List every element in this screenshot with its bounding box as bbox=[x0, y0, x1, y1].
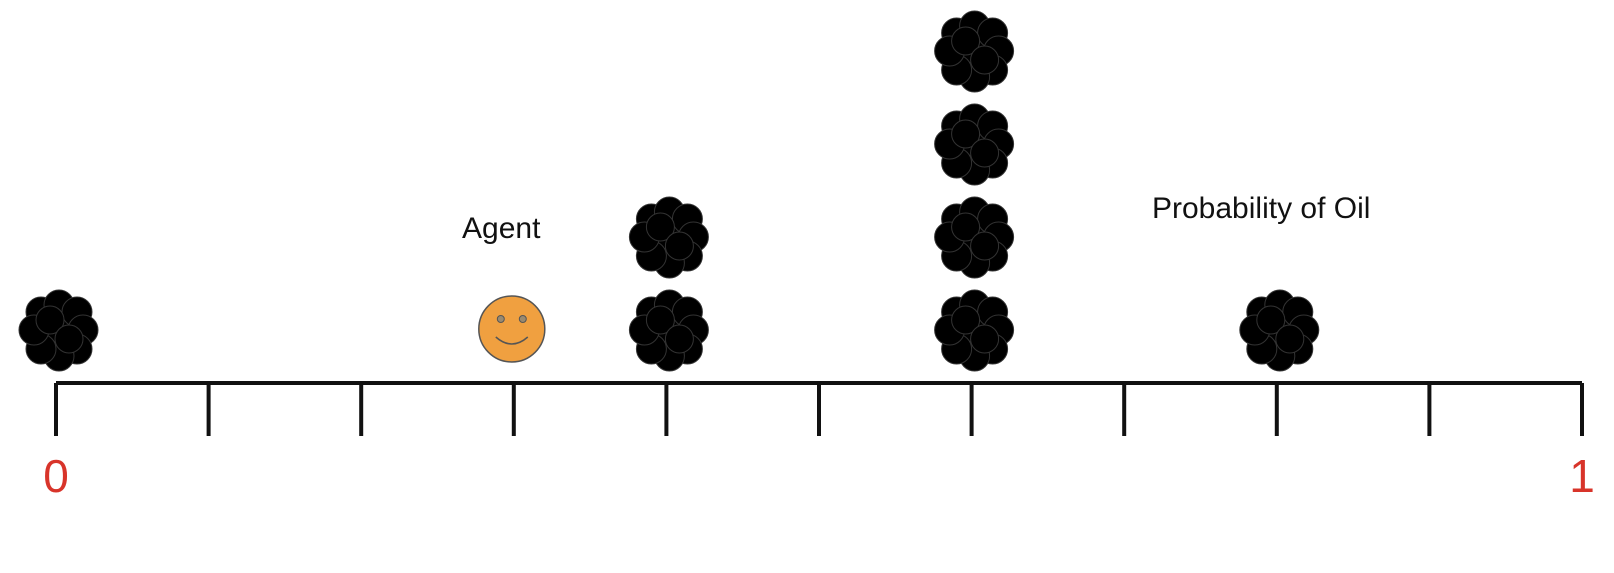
agent-label: Agent bbox=[462, 212, 541, 245]
oil-blob-icon bbox=[934, 289, 1015, 372]
smiley-face-icon bbox=[478, 295, 546, 363]
oil-blob-icon bbox=[934, 196, 1015, 279]
oil-blob-icon bbox=[934, 10, 1015, 93]
oil-blob-icon bbox=[1239, 289, 1320, 372]
probability-of-oil-label: Probability of Oil bbox=[1152, 192, 1371, 225]
oil-blob-icon bbox=[628, 289, 709, 372]
oil-blob-icon bbox=[18, 289, 99, 372]
oil-deposits bbox=[18, 10, 1320, 372]
agent-marker bbox=[478, 295, 546, 363]
scale-max-label: 1 bbox=[1569, 450, 1595, 502]
scale-min-label: 0 bbox=[43, 450, 69, 502]
oil-blob-icon bbox=[934, 103, 1015, 186]
number-line bbox=[54, 381, 1584, 436]
oil-blob-icon bbox=[628, 196, 709, 279]
